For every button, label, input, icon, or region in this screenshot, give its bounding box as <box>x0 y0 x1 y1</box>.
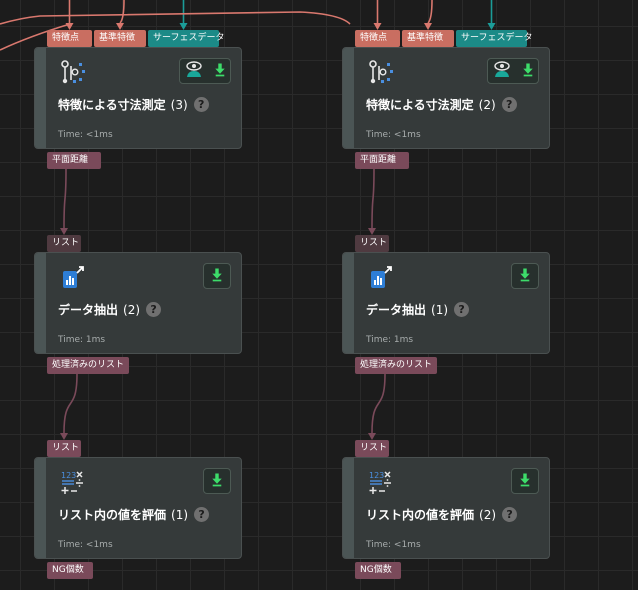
output-port[interactable]: NG個数 <box>47 562 93 579</box>
output-wire <box>63 373 78 434</box>
wire-arrow <box>424 23 432 30</box>
download-icon[interactable] <box>211 267 223 286</box>
evaluate-tool-icon: 123 <box>367 468 395 496</box>
node-count: (1) <box>431 302 449 317</box>
wire-arrow <box>373 23 382 30</box>
output-port[interactable]: 平面距離 <box>47 152 101 169</box>
download-icon[interactable] <box>211 472 223 491</box>
node-actions <box>511 263 539 289</box>
input-port[interactable]: リスト <box>47 440 81 457</box>
input-port[interactable]: 特徴点 <box>355 30 400 47</box>
help-icon[interactable]: ? <box>194 507 210 522</box>
node-extract[interactable]: データ抽出 (1)? Time: 1ms <box>342 252 550 354</box>
node-actions <box>487 58 539 84</box>
wire-arrow <box>116 23 124 30</box>
svg-text:123: 123 <box>369 471 384 480</box>
node-strip <box>35 458 46 558</box>
visibility-icon[interactable] <box>185 61 205 81</box>
evaluate-tool-icon: 123 <box>59 468 87 496</box>
visibility-icon[interactable] <box>493 61 513 81</box>
download-icon[interactable] <box>214 62 226 81</box>
node-actions <box>511 468 539 494</box>
node-count: (2) <box>478 97 496 112</box>
input-port[interactable]: 基準特徴 <box>402 30 454 47</box>
node-extract[interactable]: データ抽出 (2)? Time: 1ms <box>34 252 242 354</box>
node-count: (3) <box>170 97 188 112</box>
output-wire <box>371 168 375 229</box>
wire-arrow <box>60 228 68 235</box>
node-time: Time: 1ms <box>366 335 414 345</box>
output-port[interactable]: 処理済みのリスト <box>47 357 129 374</box>
node-measure[interactable]: 特徴による寸法測定 (3)? Time: <1ms <box>34 47 242 149</box>
node-title-text: 特徴による寸法測定 <box>58 98 166 112</box>
node-strip <box>343 253 354 353</box>
node-strip <box>343 458 354 558</box>
node-time: Time: <1ms <box>366 540 421 550</box>
node-title-text: リスト内の値を評価 <box>366 508 475 522</box>
background-wire <box>0 11 351 25</box>
input-port[interactable]: 特徴点 <box>47 30 92 47</box>
node-count: (2) <box>479 507 497 522</box>
node-time: Time: <1ms <box>58 130 113 140</box>
download-icon[interactable] <box>519 472 531 491</box>
node-count: (1) <box>171 507 189 522</box>
input-port[interactable]: サーフェスデータ <box>456 30 532 47</box>
node-title: 特徴による寸法測定 (3)? <box>58 96 209 113</box>
node-title: リスト内の値を評価 (2)? <box>366 506 518 523</box>
output-port[interactable]: 処理済みのリスト <box>355 357 437 374</box>
node-title: 特徴による寸法測定 (2)? <box>366 96 517 113</box>
output-wire <box>63 168 67 229</box>
input-port[interactable]: リスト <box>47 235 81 252</box>
input-port[interactable]: サーフェスデータ <box>148 30 224 47</box>
input-wire <box>427 0 433 24</box>
input-port[interactable]: 基準特徴 <box>94 30 146 47</box>
download-icon[interactable] <box>522 62 534 81</box>
node-strip <box>343 48 354 148</box>
node-evaluate[interactable]: 123 リスト内の値を評価 (2)? Time: <1ms <box>342 457 550 559</box>
node-title-text: リスト内の値を評価 <box>58 508 167 522</box>
node-strip <box>35 48 46 148</box>
help-icon[interactable]: ? <box>502 507 518 522</box>
node-title-text: データ抽出 <box>366 303 427 317</box>
help-icon[interactable]: ? <box>193 97 209 112</box>
wire-arrow <box>487 23 496 30</box>
output-port[interactable]: 平面距離 <box>355 152 409 169</box>
node-title: データ抽出 (2)? <box>58 301 162 318</box>
help-icon[interactable]: ? <box>146 302 162 317</box>
svg-text:123: 123 <box>61 471 76 480</box>
node-time: Time: 1ms <box>58 335 106 345</box>
output-port[interactable]: NG個数 <box>355 562 401 579</box>
node-count: (2) <box>123 302 141 317</box>
node-measure[interactable]: 特徴による寸法測定 (2)? Time: <1ms <box>342 47 550 149</box>
node-evaluate[interactable]: 123 リスト内の値を評価 (1)? Time: <1ms <box>34 457 242 559</box>
measure-tool-icon <box>367 58 395 86</box>
input-wire <box>119 0 125 24</box>
wire-arrow <box>179 23 188 30</box>
node-time: Time: <1ms <box>58 540 113 550</box>
background-wire <box>0 23 71 51</box>
extract-tool-icon <box>59 263 87 291</box>
input-port[interactable]: リスト <box>355 235 389 252</box>
extract-tool-icon <box>367 263 395 291</box>
node-actions <box>203 263 231 289</box>
node-title: リスト内の値を評価 (1)? <box>58 506 210 523</box>
output-wire <box>371 373 386 434</box>
measure-tool-icon <box>59 58 87 86</box>
node-time: Time: <1ms <box>366 130 421 140</box>
help-icon[interactable]: ? <box>501 97 517 112</box>
node-title-text: 特徴による寸法測定 <box>366 98 474 112</box>
wire-arrow <box>368 433 376 440</box>
node-actions <box>203 468 231 494</box>
help-icon[interactable]: ? <box>454 302 470 317</box>
download-icon[interactable] <box>519 267 531 286</box>
wire-arrow <box>368 228 376 235</box>
node-title-text: データ抽出 <box>58 303 119 317</box>
node-strip <box>35 253 46 353</box>
input-port[interactable]: リスト <box>355 440 389 457</box>
wire-arrow <box>60 433 68 440</box>
node-title: データ抽出 (1)? <box>366 301 470 318</box>
node-actions <box>179 58 231 84</box>
